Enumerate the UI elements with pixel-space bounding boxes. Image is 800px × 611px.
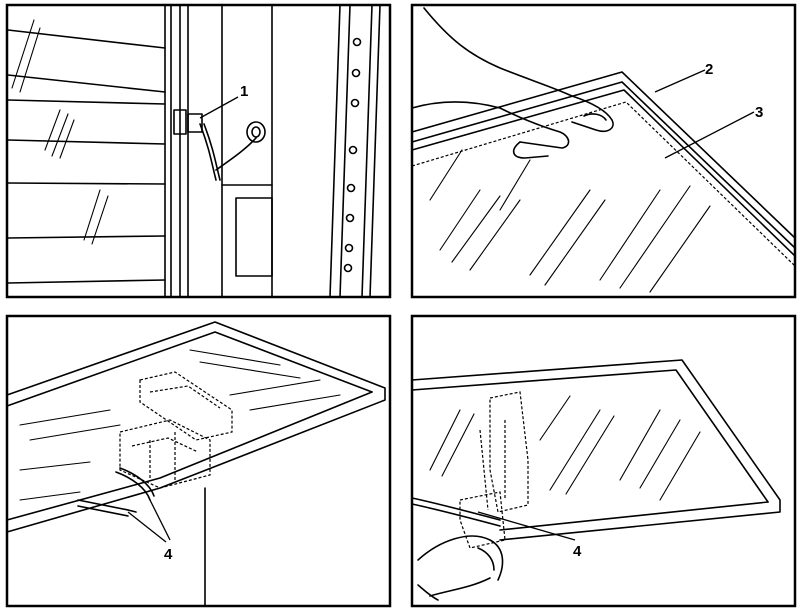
callout-4b-leader <box>477 511 576 541</box>
callout-1: 1 <box>240 83 248 100</box>
callout-2-leader <box>654 69 706 93</box>
panel-3-glass-regulator: 4 <box>5 314 392 608</box>
panel-3-glass-hatching <box>19 349 341 501</box>
panel-1-frame <box>5 3 392 299</box>
callout-3-leader <box>664 111 755 159</box>
panel-2-glass-hatching <box>429 149 711 293</box>
callout-4a-leader-1 <box>149 499 171 541</box>
callout-4a-leader-2 <box>127 511 167 543</box>
panel-4-hand <box>411 497 504 601</box>
callout-4b: 4 <box>573 543 582 560</box>
callout-1-leader <box>199 96 239 119</box>
panel-1-glass-slats <box>7 19 166 284</box>
panel-4-glass-sheet <box>411 359 781 541</box>
panel-4-glass-removal: 4 <box>410 314 797 608</box>
panel-3-regulator-hidden <box>119 371 233 489</box>
panel-4-frame <box>410 314 797 608</box>
panel-2-frame <box>410 3 797 299</box>
panel-1-perforated-strip <box>329 4 381 298</box>
panel-3-frame <box>5 314 392 608</box>
panel-4-regulator-hidden <box>459 391 529 549</box>
callout-4a: 4 <box>164 546 173 563</box>
panel-3-glass-sheet <box>6 321 386 607</box>
panel-1-connector <box>173 109 266 181</box>
panel-2-glass-seal: 2 3 <box>410 3 797 299</box>
callout-2: 2 <box>705 61 713 78</box>
panel-3-cable-clips <box>77 467 155 517</box>
panel-1-door-pillar <box>164 4 273 298</box>
panel-1-door-wiring: 1 <box>5 3 392 299</box>
panel-2-seal-frame <box>411 71 796 267</box>
panel-4-glass-hatching <box>429 395 701 501</box>
panel-2-hand <box>411 7 614 159</box>
callout-3: 3 <box>755 104 763 121</box>
